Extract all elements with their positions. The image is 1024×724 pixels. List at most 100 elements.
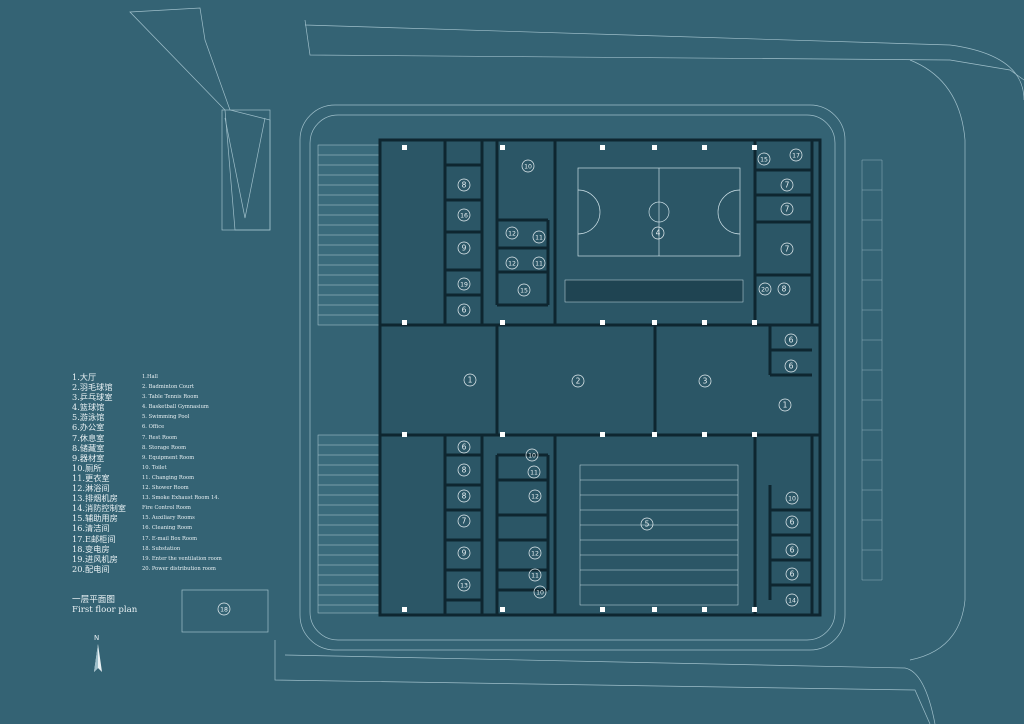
pool-lanes: [579, 464, 739, 606]
legend-item: 2.羽毛球馆: [72, 382, 113, 393]
room-marker: 12: [528, 546, 542, 560]
legend-item: 19. Enter the ventilation room: [142, 555, 222, 562]
room-marker-circle: [785, 593, 799, 607]
room-marker-label: 17: [792, 153, 800, 160]
room-marker-label: 6: [462, 306, 467, 315]
room-marker-circle: [528, 546, 542, 560]
room-marker: 9: [457, 546, 471, 560]
room-marker-circle: [789, 148, 803, 162]
legend-item: 10.厕所: [72, 462, 102, 473]
site-outline: [129, 7, 1024, 724]
room-marker-label: 6: [462, 443, 467, 452]
legend-item: 4. Basketball Gymnasium: [142, 404, 209, 411]
room-marker-label: 6: [789, 336, 794, 345]
room-marker: 6: [784, 359, 798, 373]
room-marker-circle: [457, 303, 471, 317]
room-marker-label: 7: [785, 205, 790, 214]
room-marker-circle: [533, 585, 547, 599]
room-marker-label: 5: [645, 520, 650, 529]
legend-item: 15.辅助用房: [72, 513, 118, 524]
room-marker: 15: [517, 283, 531, 297]
room-marker-label: 9: [462, 244, 467, 253]
room-marker: 12: [505, 226, 519, 240]
room-marker: 7: [780, 178, 794, 192]
plan-title-chinese: 一层平面图: [72, 595, 115, 605]
room-marker-label: 11: [530, 470, 538, 477]
north-arrow: N: [88, 634, 108, 674]
room-marker: 6: [785, 515, 799, 529]
room-marker-circle: [457, 463, 471, 477]
plan-title-english: First floor plan: [72, 605, 138, 615]
room-marker-label: 11: [535, 235, 543, 242]
legend-item: 20.配电间: [72, 563, 110, 574]
room-marker-circle: [785, 515, 799, 529]
room-marker: 2: [571, 374, 585, 388]
legend-item: 18. Substation: [142, 545, 181, 552]
room-marker-label: 11: [531, 573, 539, 580]
room-marker-circle: [528, 489, 542, 503]
room-marker-label: 6: [789, 362, 794, 371]
room-marker: 6: [784, 333, 798, 347]
room-marker-label: 12: [508, 231, 516, 238]
legend-item: 3.乒乓球室: [72, 392, 113, 403]
room-marker-label: 4: [656, 229, 661, 238]
room-marker: 8: [457, 463, 471, 477]
north-label: N: [94, 634, 100, 642]
room-marker-label: 7: [785, 181, 790, 190]
legend-item: 13. Smoke Exhaust Room 14.: [142, 495, 220, 502]
room-marker-label: 8: [462, 466, 467, 475]
legend-item: 16. Cleaning Room: [142, 525, 193, 532]
room-marker-circle: [457, 514, 471, 528]
legend-item: 17. E-mail Box Room: [142, 535, 198, 542]
legend-item: 8.储藏室: [72, 442, 105, 453]
room-marker-label: 14: [788, 598, 796, 605]
structural-columns: [402, 145, 757, 612]
room-marker: 1: [778, 398, 792, 412]
room-marker: 7: [457, 514, 471, 528]
room-marker-label: 13: [460, 583, 468, 590]
room-marker-circle: [780, 242, 794, 256]
room-marker: 10: [525, 448, 539, 462]
room-marker: 7: [780, 242, 794, 256]
room-marker-circle: [517, 283, 531, 297]
room-marker-circle: [640, 517, 654, 531]
legend-item: 15. Auxiliary Rooms: [142, 515, 195, 522]
room-marker-circle: [457, 208, 471, 222]
room-marker-label: 6: [790, 518, 795, 527]
room-marker: 8: [777, 282, 791, 296]
room-marker-label: 15: [760, 157, 768, 164]
room-marker-circle: [532, 230, 546, 244]
room-marker: 6: [457, 440, 471, 454]
parking-stalls: [861, 159, 883, 581]
room-marker: 19: [457, 277, 471, 291]
legend-item: 1.大厅: [72, 372, 97, 382]
room-marker: 5: [640, 517, 654, 531]
legend-item: 4.篮球馆: [72, 402, 105, 413]
room-marker-circle: [757, 152, 771, 166]
legend-item: 2. Badminton Court: [142, 384, 194, 391]
room-marker: 4: [651, 226, 665, 240]
room-marker-circle: [457, 578, 471, 592]
legend-item: 20. Power distribution room: [142, 565, 216, 572]
room-marker-circle: [758, 282, 772, 296]
room-marker: 8: [457, 178, 471, 192]
legend-item: 7.休息室: [72, 432, 105, 443]
room-marker-circle: [571, 374, 585, 388]
legend-item: 5. Swimming Pool: [142, 414, 190, 421]
legend-item: 5.游泳馆: [72, 412, 105, 423]
legend-item: 11.更衣室: [72, 472, 110, 483]
room-marker: 6: [457, 303, 471, 317]
legend-item: 9.器材室: [72, 452, 105, 463]
room-marker-label: 11: [535, 261, 543, 268]
room-marker-label: 6: [790, 570, 795, 579]
room-marker: 6: [785, 543, 799, 557]
legend-item: Fire Control Room: [142, 505, 191, 512]
room-marker-label: 16: [460, 213, 468, 220]
room-marker-label: 8: [782, 285, 787, 294]
legend-item: 12.淋浴间: [72, 483, 110, 494]
room-marker-label: 6: [790, 546, 795, 555]
legend-item: 1.Hall: [142, 374, 158, 380]
